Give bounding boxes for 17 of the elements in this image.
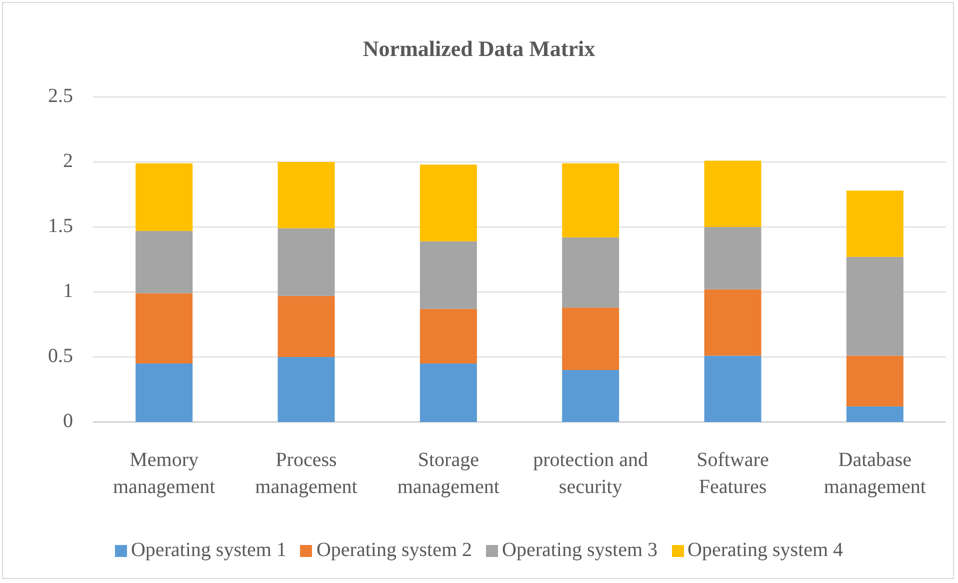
y-tick-label: 2.5 xyxy=(48,85,73,108)
legend-label: Operating system 2 xyxy=(316,539,472,562)
category-label: protection and security xyxy=(532,448,650,500)
y-tick-label: 1.5 xyxy=(48,215,73,238)
chart-title: Normalized Data Matrix xyxy=(362,36,596,62)
y-tick-label: 2 xyxy=(63,150,73,173)
category-label: Storage management xyxy=(396,448,500,500)
y-tick-label: 0.5 xyxy=(48,345,73,368)
legend-label: Operating system 1 xyxy=(130,539,286,562)
category-label: Memory management xyxy=(112,448,216,500)
y-tick-label: 0 xyxy=(63,410,73,433)
legend-label: Operating system 4 xyxy=(688,539,844,562)
category-label: Database management xyxy=(822,448,927,500)
category-label: Software Features xyxy=(696,448,770,500)
legend-label: Operating system 3 xyxy=(502,539,658,562)
category-label: Process management xyxy=(254,448,358,500)
y-tick-label: 1 xyxy=(63,280,73,303)
